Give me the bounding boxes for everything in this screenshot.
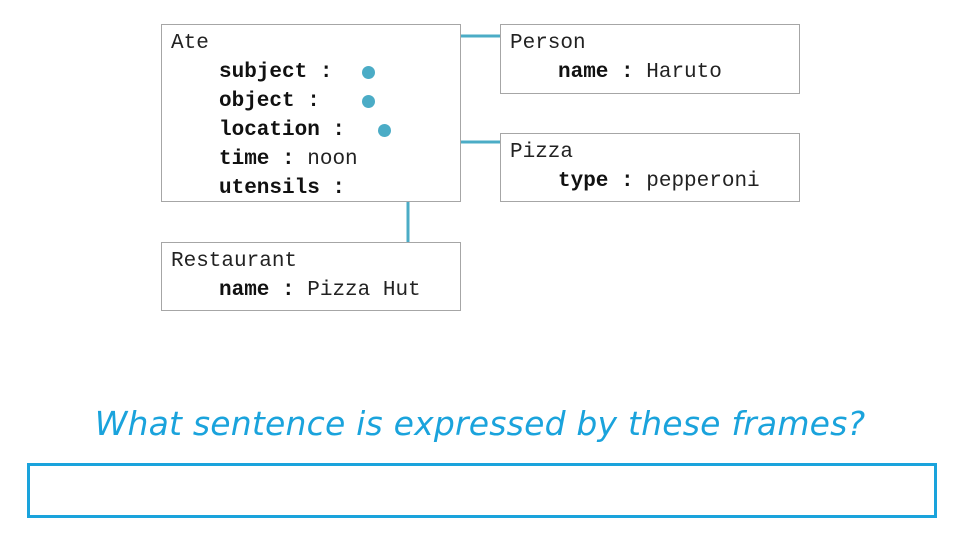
slot-value: noon bbox=[307, 148, 358, 171]
slot-time: time : noon bbox=[171, 145, 451, 174]
frame-restaurant: Restaurant name : Pizza Hut bbox=[161, 242, 461, 311]
slot-location: location : bbox=[171, 116, 451, 145]
slot-object: object : bbox=[171, 87, 451, 116]
slot-name-field: name : Haruto bbox=[510, 58, 790, 87]
slot-name: time bbox=[219, 148, 270, 171]
frame-ate: Ate subject : object : location : time :… bbox=[161, 24, 461, 202]
slot-name: location bbox=[219, 119, 320, 142]
answer-input[interactable] bbox=[27, 463, 937, 518]
slot-separator: : bbox=[319, 177, 346, 200]
frame-title: Person bbox=[510, 32, 586, 55]
slot-separator: : bbox=[307, 61, 333, 84]
slot-separator: : bbox=[608, 61, 647, 84]
connector-dot-location bbox=[378, 124, 391, 137]
slot-value: pepperoni bbox=[646, 170, 760, 193]
slot-name: utensils bbox=[219, 177, 320, 200]
slot-separator: : bbox=[269, 148, 308, 171]
slot-separator: : bbox=[294, 90, 320, 113]
connector-dot-object bbox=[362, 95, 375, 108]
slot-name: subject bbox=[219, 61, 308, 84]
slot-name: object bbox=[219, 90, 295, 113]
connector-dot-subject bbox=[362, 66, 375, 79]
frame-person: Person name : Haruto bbox=[500, 24, 800, 94]
slot-separator: : bbox=[319, 119, 346, 142]
slot-name-field: name : Pizza Hut bbox=[171, 276, 451, 305]
slot-value: Pizza Hut bbox=[307, 279, 421, 302]
frame-pizza: Pizza type : pepperoni bbox=[500, 133, 800, 202]
slot-separator: : bbox=[608, 170, 647, 193]
slot-value: Haruto bbox=[646, 61, 722, 84]
slot-type: type : pepperoni bbox=[510, 167, 790, 196]
slot-separator: : bbox=[269, 279, 308, 302]
slot-name: type bbox=[558, 170, 609, 193]
question-prompt: What sentence is expressed by these fram… bbox=[94, 404, 866, 443]
slot-subject: subject : bbox=[171, 58, 451, 87]
slot-name: name bbox=[558, 61, 609, 84]
frame-title: Restaurant bbox=[171, 250, 298, 273]
slot-name: name bbox=[219, 279, 270, 302]
frame-title: Ate bbox=[171, 32, 209, 55]
frame-title: Pizza bbox=[510, 141, 574, 164]
slot-utensils: utensils : bbox=[171, 174, 451, 203]
